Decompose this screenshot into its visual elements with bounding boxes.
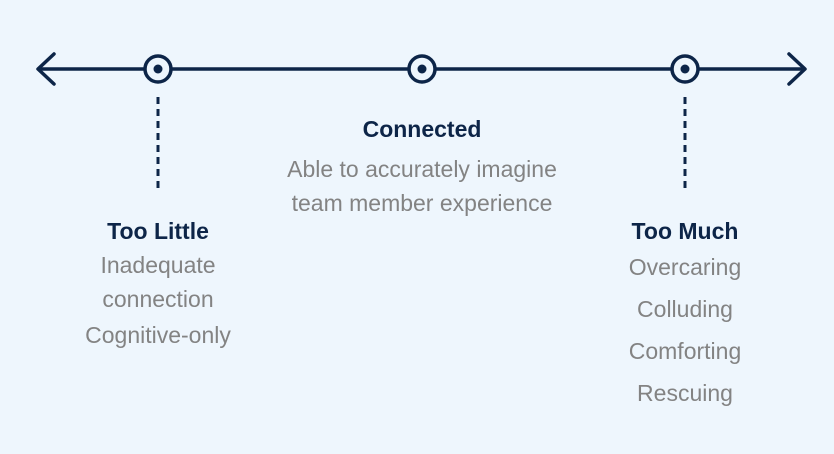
- connected-desc: Able to accurately imagine team member e…: [287, 156, 557, 216]
- too-little-block: Too Little Inadequate connection Cogniti…: [8, 216, 308, 352]
- too-much-item: Colluding: [637, 296, 733, 322]
- too-little-title: Too Little: [107, 218, 209, 244]
- too-little-desc: Inadequate connection: [100, 252, 216, 312]
- marker-too-much: [670, 54, 700, 190]
- marker-too-little: [143, 54, 173, 190]
- too-much-title: Too Much: [631, 218, 739, 244]
- too-much-item: Comforting: [628, 338, 742, 364]
- too-little-desc-2: Cognitive-only: [85, 322, 231, 348]
- arrow-left-icon: [36, 52, 56, 86]
- too-much-block: Too Much Overcaring Colluding Comforting…: [535, 216, 834, 414]
- marker-connected: [407, 54, 437, 84]
- connected-title: Connected: [362, 116, 482, 142]
- arrow-right-icon: [787, 52, 807, 86]
- connected-block: Connected Able to accurately imagine tea…: [272, 114, 572, 220]
- too-much-item: Overcaring: [628, 254, 742, 280]
- too-much-item: Rescuing: [637, 380, 733, 406]
